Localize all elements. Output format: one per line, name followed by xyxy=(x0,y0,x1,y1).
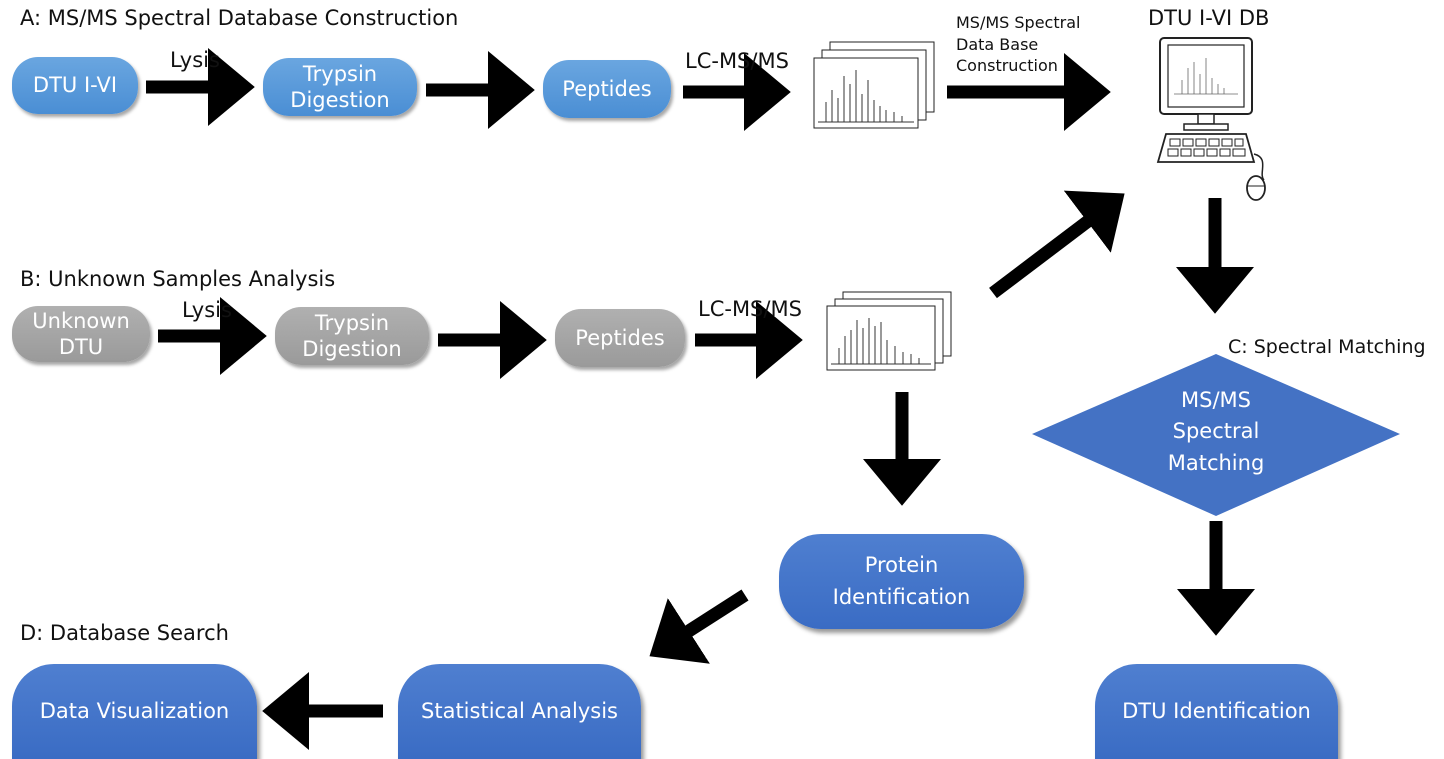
node-spectral-matching: MS/MS Spectral Matching xyxy=(1167,387,1265,475)
section-a-title: A: MS/MS Spectral Database Construction xyxy=(20,6,459,30)
arrow-b-to-db xyxy=(989,190,1125,299)
node-trypsin-digestion-b: Trypsin Digestion xyxy=(275,307,429,365)
section-b-title: B: Unknown Samples Analysis xyxy=(20,267,336,291)
node-peptides-a: Peptides xyxy=(543,60,671,118)
section-c-title: C: Spectral Matching xyxy=(1228,336,1426,358)
label-db-construction: MS/MS Spectral Data Base Construction xyxy=(956,13,1081,76)
node-dtu-i-vi: DTU I-VI xyxy=(12,57,138,114)
node-unknown-dtu: Unknown DTU xyxy=(12,306,150,362)
label-lcms-b: LC-MS/MS xyxy=(698,297,802,321)
label-db-title: DTU I-VI DB xyxy=(1148,6,1270,30)
node-dtu-identification: DTU Identification xyxy=(1095,664,1338,759)
label-lysis-b: Lysis xyxy=(182,298,232,322)
label-lysis-a: Lysis xyxy=(170,48,220,72)
node-trypsin-digestion-a: Trypsin Digestion xyxy=(263,58,417,116)
spectrum-stack-b xyxy=(826,291,952,371)
node-statistical-analysis: Statistical Analysis xyxy=(398,664,641,759)
node-protein-identification: Protein Identification xyxy=(779,534,1024,629)
arrow-protein-to-stat xyxy=(649,589,749,664)
node-peptides-b: Peptides xyxy=(555,309,685,367)
matching-diamond xyxy=(1032,354,1400,516)
label-lcms-a: LC-MS/MS xyxy=(685,49,789,73)
node-data-visualization: Data Visualization xyxy=(12,664,257,759)
section-d-title: D: Database Search xyxy=(20,621,229,645)
spectrum-stack-a xyxy=(813,41,935,129)
computer-icon xyxy=(1156,37,1266,201)
